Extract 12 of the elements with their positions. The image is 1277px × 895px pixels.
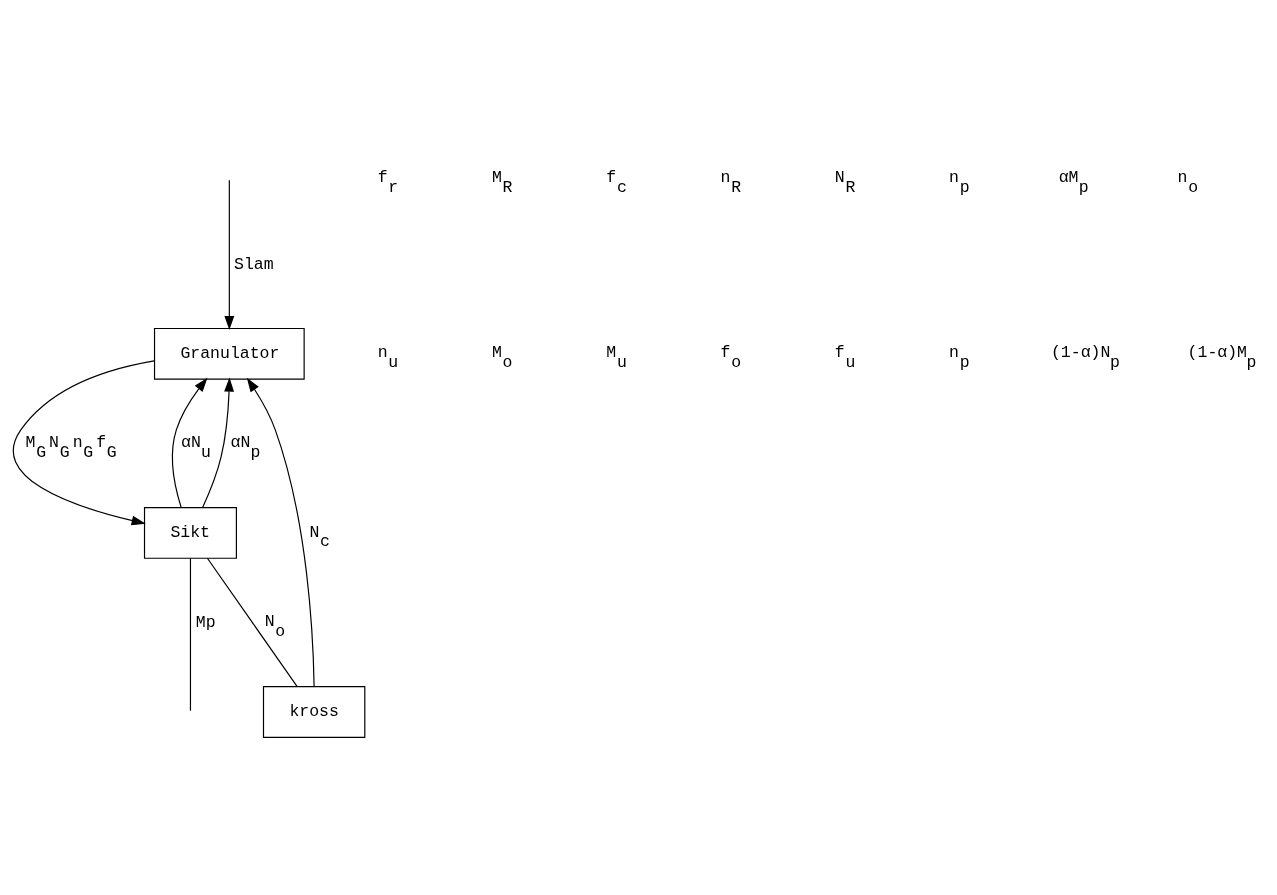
arrow <box>246 377 315 687</box>
connector <box>206 557 298 687</box>
edge-label: Mp <box>195 613 216 633</box>
node-box: Granulator <box>153 327 305 380</box>
edge-label: Slam <box>234 255 274 275</box>
arrow <box>202 377 235 508</box>
connector <box>189 557 192 712</box>
node-box: kross <box>262 686 366 738</box>
arrow <box>171 377 208 508</box>
arrow <box>224 179 235 331</box>
node-box: Sikt <box>143 507 237 559</box>
arrow <box>12 360 155 526</box>
